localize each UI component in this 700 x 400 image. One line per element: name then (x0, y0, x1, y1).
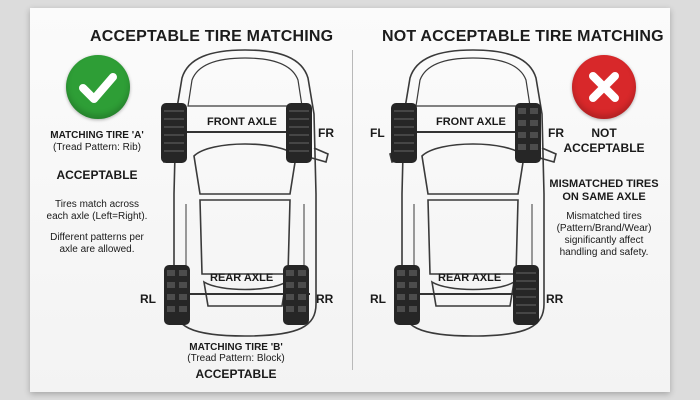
right-rear-axle-label: REAR AXLE (438, 272, 502, 284)
mismatch-note-line2: (Pattern/Brand/Wear) (556, 223, 652, 234)
left-fr-tire (286, 103, 312, 163)
left-fr-label: FR (318, 126, 334, 140)
right-rl-label: RL (370, 292, 386, 306)
left-note1-line1: Tires match across (54, 199, 140, 210)
left-rr-tire (283, 265, 309, 325)
left-rl-label: RL (140, 292, 156, 306)
right-status-line1: NOT (591, 126, 617, 140)
rear-tire-pattern: (Tread Pattern: Block) (187, 353, 285, 364)
left-note2-line1: Different patterns per (50, 232, 144, 243)
right-rl-tire (394, 265, 420, 325)
mismatch-title-line2: ON SAME AXLE (562, 191, 646, 203)
right-fr-tire (515, 103, 541, 163)
diagram-board (30, 8, 670, 392)
right-rr-label: RR (546, 292, 564, 306)
mismatch-title-line1: MISMATCHED TIRES (549, 178, 659, 190)
right-rr-tire (513, 265, 539, 325)
front-tire-pattern: (Tread Pattern: Rib) (53, 142, 141, 153)
front-tire-name: MATCHING TIRE 'A' (50, 130, 144, 141)
mismatch-note-line3: significantly affect (564, 235, 644, 246)
left-front-axle-label: FRONT AXLE (207, 116, 277, 128)
x-icon (572, 55, 636, 119)
bottom-status: ACCEPTABLE (195, 367, 277, 381)
rear-tire-name: MATCHING TIRE 'B' (189, 342, 283, 353)
left-note1-line2: each axle (Left=Right). (46, 211, 148, 222)
left-note2-line2: axle are allowed. (59, 244, 135, 255)
mismatch-note-line4: handling and safety. (559, 247, 649, 258)
right-fl-tire (391, 103, 417, 163)
center-divider (352, 50, 353, 370)
right-front-axle-label: FRONT AXLE (436, 116, 506, 128)
right-fl-label: FL (370, 126, 385, 140)
right-title: NOT ACCEPTABLE TIRE MATCHING (382, 28, 664, 45)
mismatch-note-line1: Mismatched tires (566, 211, 642, 222)
right-fr-label: FR (548, 126, 564, 140)
right-status-line2: ACCEPTABLE (563, 141, 645, 155)
left-rl-tire (164, 265, 190, 325)
left-fl-tire (161, 103, 187, 163)
left-status: ACCEPTABLE (56, 168, 138, 182)
left-title: ACCEPTABLE TIRE MATCHING (90, 28, 334, 45)
left-rr-label: RR (316, 292, 334, 306)
left-rear-axle-label: REAR AXLE (210, 272, 274, 284)
check-icon (66, 55, 130, 119)
